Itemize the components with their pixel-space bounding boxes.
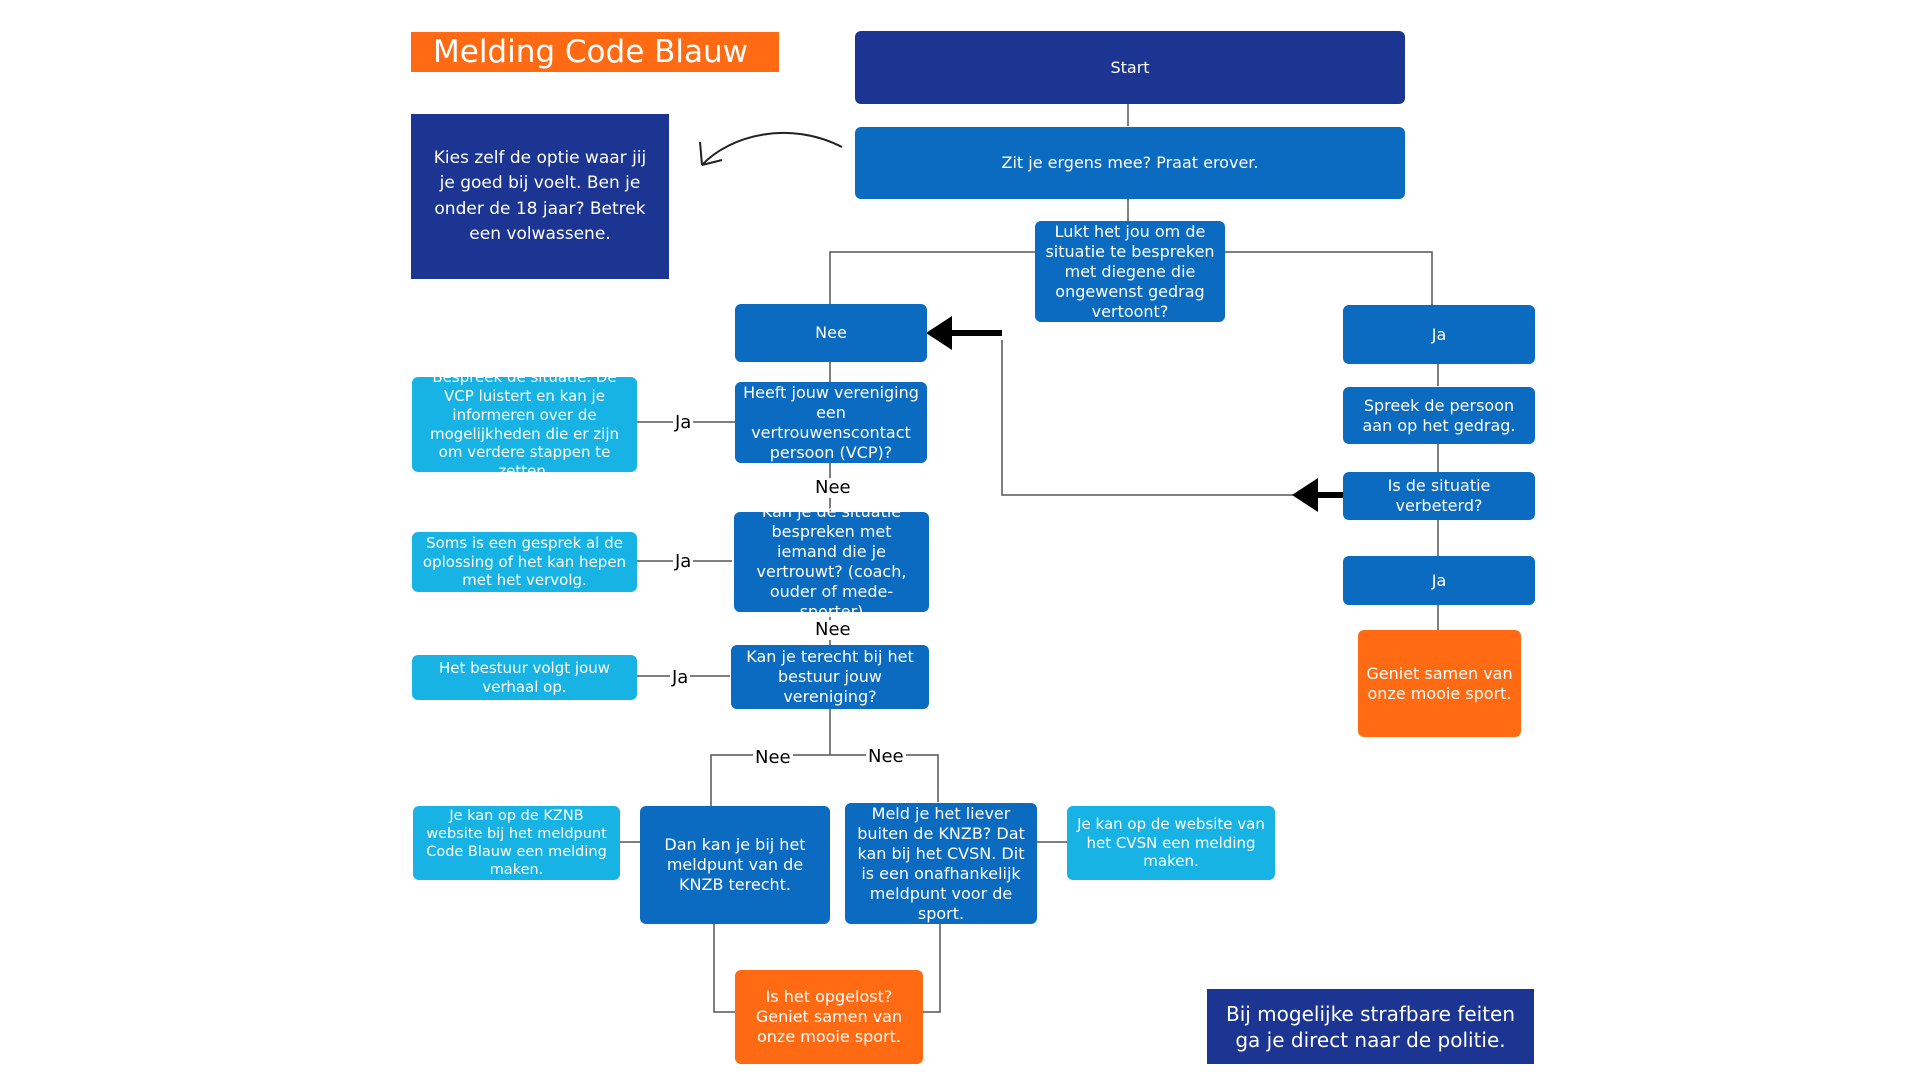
node-bestuur-question: Kan je terecht bij het bestuur jouw vere… [731, 645, 929, 709]
edge-label-nee-1: Nee [813, 477, 853, 498]
node-opgelost: Is het opgelost? Geniet samen van onze m… [735, 970, 923, 1064]
node-praat-erover: Zit je ergens mee? Praat erover. [855, 127, 1405, 199]
node-verbeterd: Is de situatie verbeterd? [1343, 472, 1535, 520]
node-knzb: Dan kan je bij het meldpunt van de KNZB … [640, 806, 830, 924]
node-vcp-question: Heeft jouw vereniging een vertrouwenscon… [735, 382, 927, 463]
node-cvsn-info: Je kan op de website van het CVSN een me… [1067, 806, 1275, 880]
edge-label-nee-2: Nee [813, 619, 853, 640]
node-ja-right: Ja [1343, 305, 1535, 364]
edge-label-nee-left: Nee [753, 747, 793, 768]
node-start: Start [855, 31, 1405, 104]
node-trust-answer: Soms is een gesprek al de oplossing of h… [412, 532, 637, 592]
edge-label-ja-vcp: Ja [673, 412, 694, 433]
node-vcp-answer: Bespreek de situatie. De VCP luistert en… [412, 368, 637, 480]
node-ja-right-2: Ja [1343, 556, 1535, 605]
node-spreek-persoon: Spreek de persoon aan op het gedrag. [1343, 387, 1535, 444]
police-box: Bij mogelijke strafbare feiten ga je dir… [1207, 989, 1534, 1064]
node-trust-question: Kan je de situatie bespreken met iemand … [734, 502, 929, 621]
node-cvsn: Meld je het liever buiten de KNZB? Dat k… [845, 803, 1037, 924]
node-knzb-info: Je kan op de KZNB website bij het meldpu… [413, 806, 620, 880]
node-geniet-right: Geniet samen van onze mooie sport. [1358, 630, 1521, 737]
node-nee-top: Nee [735, 304, 927, 362]
edge-label-ja-trust: Ja [673, 551, 694, 572]
node-lukt-het: Lukt het jou om de situatie te bespreken… [1035, 221, 1225, 322]
edge-label-nee-right: Nee [866, 746, 906, 767]
edge-label-ja-bestuur: Ja [670, 667, 691, 688]
page-title: Melding Code Blauw [411, 32, 779, 72]
info-box: Kies zelf de optie waar jij je goed bij … [411, 114, 669, 279]
node-bestuur-answer: Het bestuur volgt jouw verhaal op. [412, 655, 637, 700]
